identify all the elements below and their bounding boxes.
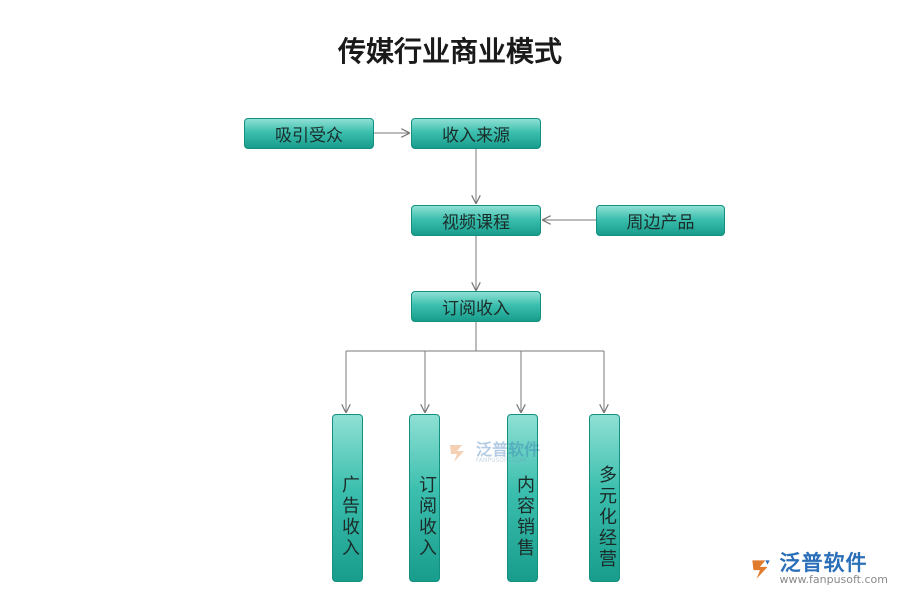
node-ad-income: 广告收入 [332,414,363,582]
node-income-source: 收入来源 [411,118,541,149]
watermark: 泛普软件 FANPUSOFT.COM [446,441,540,465]
brand-logo: 泛普软件 www.fanpusoft.com [748,552,888,586]
page-title: 传媒行业商业模式 [337,35,562,68]
fanpu-logo-icon [751,560,770,579]
node-content-sales: 内容销售 [507,414,538,582]
brand-url: www.fanpusoft.com [779,573,888,587]
node-sub-income: 订阅收入 [409,414,440,582]
node-diversified: 多元化经营 [589,414,620,582]
brand-name: 泛普软件 [779,551,868,576]
node-subscription-income: 订阅收入 [411,291,541,322]
node-attract-audience: 吸引受众 [244,118,374,149]
fanpu-logo-icon [450,445,464,462]
node-merchandise: 周边产品 [596,205,725,236]
node-video-course: 视频课程 [411,205,541,236]
